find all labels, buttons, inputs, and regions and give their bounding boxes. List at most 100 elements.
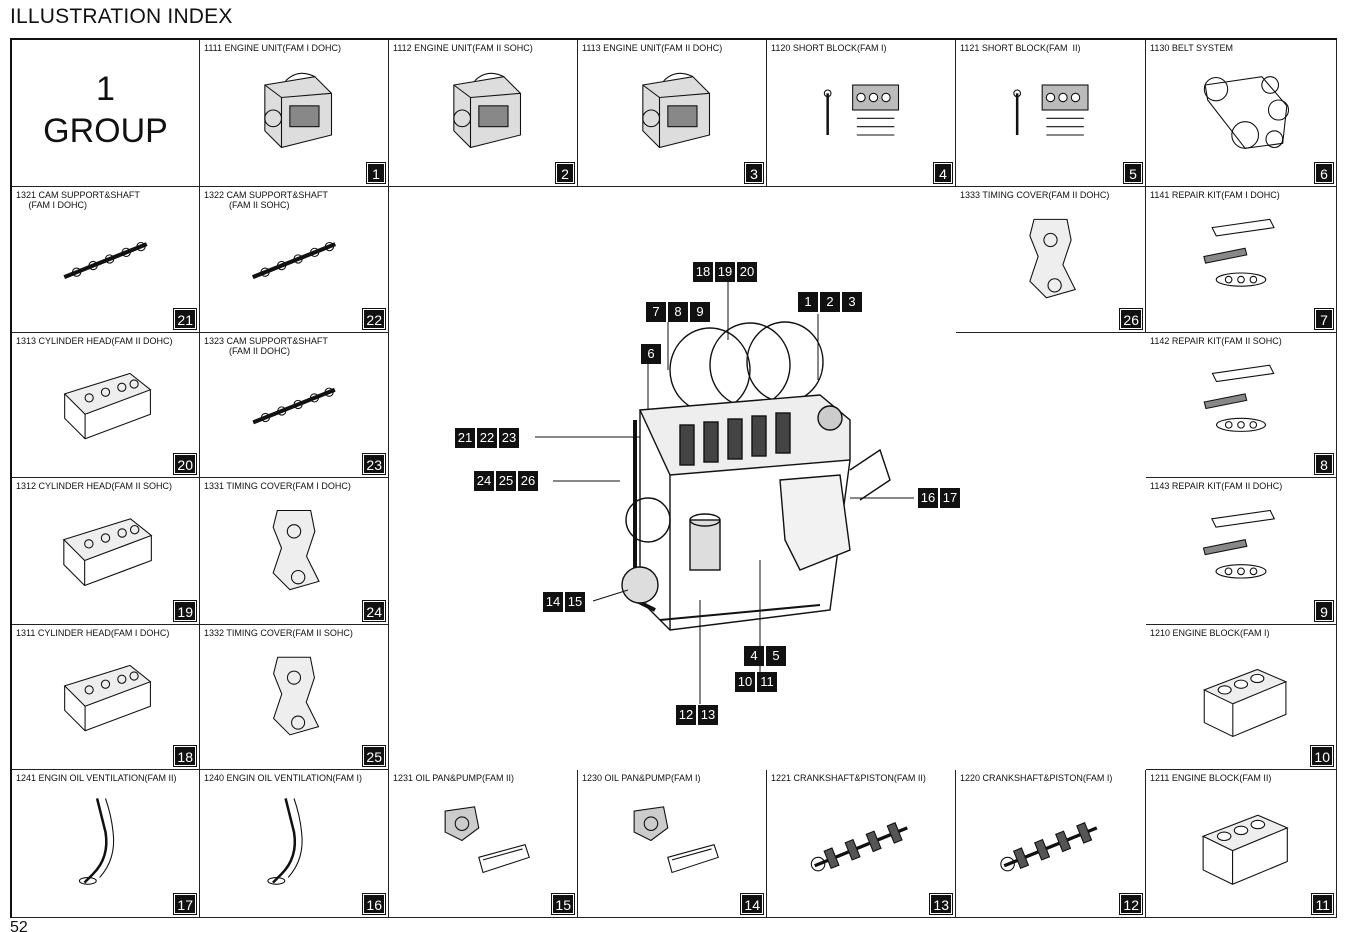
cell-number-badge: 6 [1314, 162, 1334, 184]
index-cell: 1331 TIMING COVER(FAM I DOHC) 24 [200, 478, 389, 625]
center-engine-illustration [600, 300, 920, 640]
timing-cover-icon [966, 207, 1135, 306]
cell-number-badge: 12 [1119, 893, 1143, 915]
callout-number: 3 [842, 292, 862, 312]
cell-number-badge: 26 [1119, 308, 1143, 330]
callout-number: 23 [499, 428, 519, 448]
cell-number-badge: 22 [362, 308, 386, 330]
cell-number-badge: 13 [929, 893, 953, 915]
callout-number: 16 [918, 488, 938, 508]
callout-number: 14 [543, 592, 563, 612]
cell-label: 1323 CAM SUPPORT&SHAFT (FAM II DOHC) [204, 336, 328, 356]
cell-label: 1331 TIMING COVER(FAM I DOHC) [204, 481, 351, 491]
callout-number: 7 [646, 302, 666, 322]
index-cell: 1210 ENGINE BLOCK(FAM I) 10 [1146, 625, 1337, 770]
page-title: ILLUSTRATION INDEX [10, 5, 233, 28]
gasket-kit-icon [1156, 207, 1326, 306]
index-cell: 1323 CAM SUPPORT&SHAFT (FAM II DOHC) 23 [200, 333, 389, 478]
callout-number: 15 [565, 592, 585, 612]
cell-label: 1332 TIMING COVER(FAM II SOHC) [204, 628, 353, 638]
gasket-kit-icon [1156, 498, 1326, 598]
timing-cover-icon [210, 645, 378, 743]
crankshaft-icon [966, 790, 1135, 891]
cell-label: 1120 SHORT BLOCK(FAM I) [771, 43, 887, 53]
index-cell: 1231 OIL PAN&PUMP(FAM II)15 [389, 770, 578, 918]
callout-number: 19 [715, 262, 735, 282]
cell-label: 1143 REPAIR KIT(FAM II DOHC) [1150, 481, 1283, 491]
oil-ventilation-icon [22, 790, 189, 891]
index-cell: 1220 CRANKSHAFT&PISTON(FAM I)12 [956, 770, 1146, 918]
short-block-icon [966, 60, 1135, 160]
group-cell: 1 GROUP [12, 40, 200, 187]
camshaft-icon [210, 207, 378, 306]
cell-label: 1240 ENGIN OIL VENTILATION(FAM I) [204, 773, 363, 783]
callout-number: 21 [455, 428, 475, 448]
callout-number: 6 [641, 344, 661, 364]
cell-number-badge: 23 [362, 453, 386, 475]
index-cell: 1241 ENGIN OIL VENTILATION(FAM II) 17 [12, 770, 200, 918]
short-block-icon [777, 60, 945, 160]
callout-number: 12 [676, 705, 696, 725]
cell-label: 1311 CYLINDER HEAD(FAM I DOHC) [16, 628, 170, 638]
cell-number-badge: 16 [362, 893, 386, 915]
cell-number-badge: 19 [173, 600, 197, 622]
cell-label: 1112 ENGINE UNIT(FAM II SOHC) [393, 43, 533, 53]
oil-pan-pump-icon [399, 790, 567, 891]
cell-number-badge: 9 [1314, 600, 1334, 622]
cell-number-badge: 20 [173, 453, 197, 475]
cell-label: 1221 CRANKSHAFT&PISTON(FAM II) [771, 773, 926, 783]
cell-label: 1211 ENGINE BLOCK(FAM II) [1150, 773, 1272, 783]
engine-assembly-icon [621, 321, 891, 631]
callout-number: 25 [496, 471, 516, 491]
index-cell: 1211 ENGINE BLOCK(FAM II) 11 [1146, 770, 1337, 918]
cell-number-badge: 3 [744, 162, 764, 184]
cell-number-badge: 11 [1311, 893, 1334, 915]
cell-number-badge: 15 [551, 893, 575, 915]
callout-number: 13 [698, 705, 718, 725]
cell-label: 1241 ENGIN OIL VENTILATION(FAM II) [16, 773, 177, 783]
cell-number-badge: 10 [1310, 745, 1334, 767]
cell-number-badge: 2 [555, 162, 575, 184]
index-cell: 1113 ENGINE UNIT(FAM II DOHC) 3 [578, 40, 767, 187]
cell-label: 1210 ENGINE BLOCK(FAM I) [1150, 628, 1270, 638]
camshaft-icon [22, 207, 189, 306]
index-cell: 1141 REPAIR KIT(FAM I DOHC)7 [1146, 187, 1337, 333]
callout-number: 17 [940, 488, 960, 508]
group-label: GROUP [43, 112, 168, 150]
index-cell: 1230 OIL PAN&PUMP(FAM I)14 [578, 770, 767, 918]
group-number: 1 [96, 70, 115, 108]
oil-ventilation-icon [210, 790, 378, 891]
cell-number-badge: 25 [362, 745, 386, 767]
cell-label: 1111 ENGINE UNIT(FAM I DOHC) [204, 43, 342, 53]
cell-number-badge: 17 [173, 893, 197, 915]
index-cell: 1112 ENGINE UNIT(FAM II SOHC) 2 [389, 40, 578, 187]
index-cell: 1333 TIMING COVER(FAM II DOHC)26 [956, 187, 1146, 333]
cylinder-head-icon [22, 353, 189, 451]
index-cell: 1121 SHORT BLOCK(FAM II)5 [956, 40, 1146, 187]
callout-group: 6 [641, 344, 661, 364]
callout-number: 5 [766, 646, 786, 666]
cell-label: 1113 ENGINE UNIT(FAM II DOHC) [582, 43, 723, 53]
cell-number-badge: 21 [173, 308, 197, 330]
callout-number: 10 [735, 672, 755, 692]
callout-number: 20 [737, 262, 757, 282]
cell-number-badge: 7 [1314, 308, 1334, 330]
cell-label: 1142 REPAIR KIT(FAM II SOHC) [1150, 336, 1282, 346]
engine-unit-icon [210, 60, 378, 160]
engine-block-icon [1156, 645, 1326, 743]
callout-number: 18 [693, 262, 713, 282]
cell-number-badge: 24 [362, 600, 386, 622]
callout-number: 24 [474, 471, 494, 491]
callout-number: 26 [518, 471, 538, 491]
index-cell: 1120 SHORT BLOCK(FAM I)4 [767, 40, 956, 187]
index-cell: 1321 CAM SUPPORT&SHAFT (FAM I DOHC)21 [12, 187, 200, 333]
callout-number: 4 [744, 646, 764, 666]
crankshaft-icon [777, 790, 945, 891]
page-number: 52 [10, 920, 28, 932]
